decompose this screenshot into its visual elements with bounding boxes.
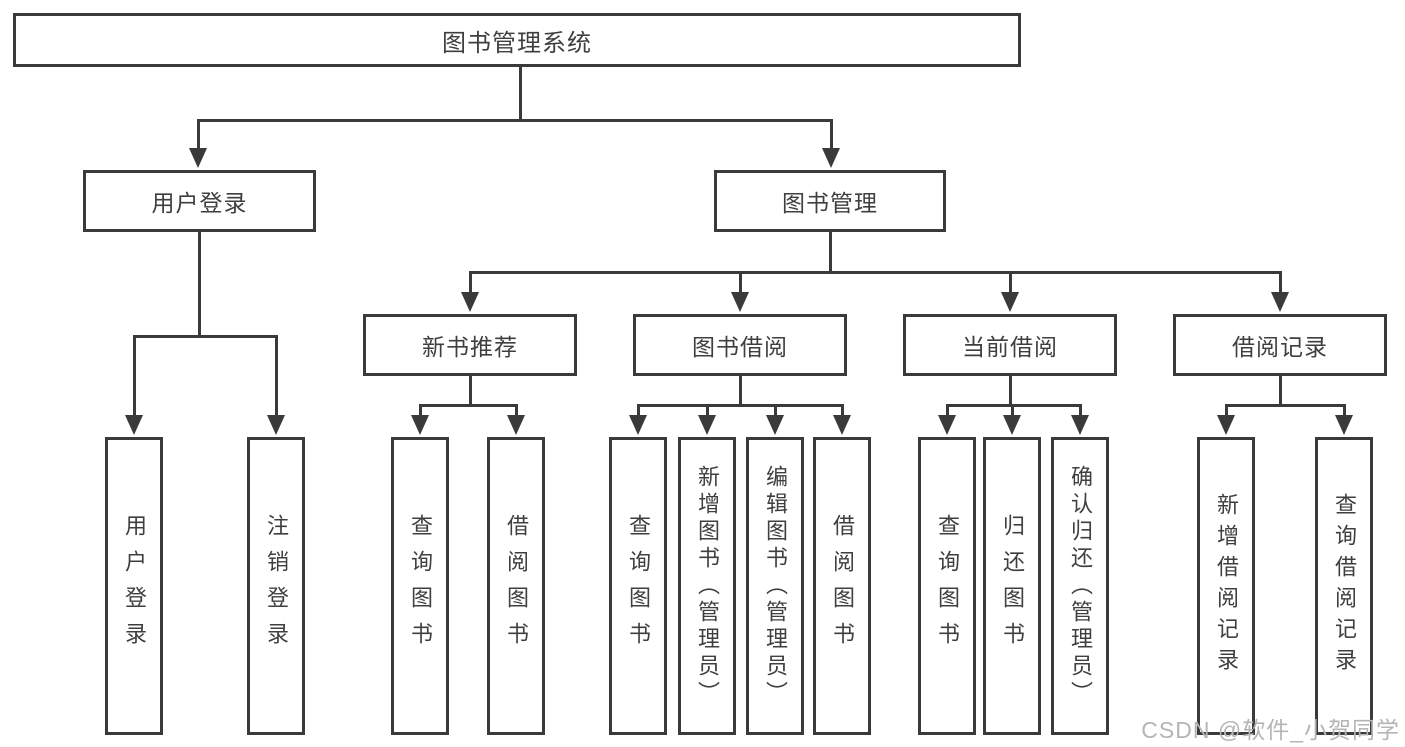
node-borrowing-records: 借阅记录 [1173,314,1387,376]
node-library-management-system: 图书管理系统 [13,13,1021,67]
connector-line [841,404,844,415]
connector-line [946,404,1082,407]
leaf-user-login: 用户登录 [105,437,163,735]
arrow-down-icon [698,415,716,435]
leaf-label: 查询图书 [626,514,651,658]
arrow-down-icon [938,415,956,435]
arrow-down-icon [731,292,749,312]
leaf-search-borrow-record: 查询借阅记录 [1315,437,1373,735]
node-label: 用户登录 [151,190,248,216]
connector-line [469,271,472,292]
connector-line [519,66,522,121]
leaf-label: 归还图书 [1000,514,1025,658]
connector-line [706,404,709,415]
arrow-down-icon [766,415,784,435]
leaf-borrow-books-recommend: 借阅图书 [487,437,545,735]
node-label: 图书借阅 [692,334,788,360]
leaf-edit-books-admin: 编辑图书（管理员） [746,437,804,735]
connector-line [1225,404,1228,415]
connector-line [739,271,742,292]
connector-line [275,335,278,415]
node-label: 图书管理系统 [442,29,592,57]
arrow-down-icon [125,415,143,435]
node-label: 当前借阅 [962,334,1058,360]
arrow-down-icon [1071,415,1089,435]
leaf-label: 新增借阅记录 [1214,493,1239,679]
connector-line [1343,404,1346,415]
connector-line [830,119,833,148]
connector-line [469,271,1282,274]
leaf-add-borrow-record: 新增借阅记录 [1197,437,1255,735]
connector-line [1011,404,1014,415]
node-label: 新书推荐 [422,334,518,360]
leaf-search-books-borrow: 查询图书 [609,437,667,735]
connector-line [515,404,518,415]
connector-line [419,404,422,415]
connector-line [1079,404,1082,415]
connector-line [1279,376,1282,406]
leaf-add-books-admin: 新增图书（管理员） [678,437,736,735]
arrow-down-icon [507,415,525,435]
connector-line [197,119,833,122]
connector-line [1009,271,1012,292]
leaf-label: 新增图书（管理员） [695,464,720,708]
node-new-book-recommendation: 新书推荐 [363,314,577,376]
node-label: 借阅记录 [1232,334,1328,360]
arrow-down-icon [267,415,285,435]
arrow-down-icon [189,148,207,168]
leaf-logout: 注销登录 [247,437,305,735]
leaf-label: 借阅图书 [504,514,529,658]
connector-line [469,376,472,406]
leaf-confirm-return-admin: 确认归还（管理员） [1051,437,1109,735]
leaf-borrow-books: 借阅图书 [813,437,871,735]
connector-line [1279,271,1282,292]
connector-line [739,376,742,406]
arrow-down-icon [1217,415,1235,435]
arrow-down-icon [1335,415,1353,435]
arrow-down-icon [822,148,840,168]
leaf-label: 查询借阅记录 [1332,493,1357,679]
arrow-down-icon [1001,292,1019,312]
leaf-label: 查询图书 [935,514,960,658]
leaf-search-books-recommend: 查询图书 [391,437,449,735]
connector-line [133,335,136,415]
node-label: 图书管理 [782,190,878,216]
leaf-label: 用户登录 [122,514,147,658]
arrow-down-icon [629,415,647,435]
csdn-watermark: CSDN @软件_小贺同学 [1141,717,1400,743]
node-book-management: 图书管理 [714,170,946,232]
leaf-label: 编辑图书（管理员） [763,464,788,708]
arrow-down-icon [1003,415,1021,435]
connector-line [198,232,201,337]
connector-line [829,232,832,273]
leaf-label: 注销登录 [264,514,289,658]
connector-line [419,404,518,407]
connector-line [637,404,640,415]
node-current-borrowing: 当前借阅 [903,314,1117,376]
connector-line [133,335,278,338]
arrow-down-icon [411,415,429,435]
node-user-login: 用户登录 [83,170,316,232]
arrow-down-icon [461,292,479,312]
leaf-return-books: 归还图书 [983,437,1041,735]
connector-line [1225,404,1346,407]
leaf-label: 查询图书 [408,514,433,658]
connector-line [637,404,844,407]
connector-line [946,404,949,415]
leaf-search-books-current: 查询图书 [918,437,976,735]
leaf-label: 确认归还（管理员） [1068,464,1093,708]
connector-line [197,119,200,148]
node-book-borrowing: 图书借阅 [633,314,847,376]
connector-line [774,404,777,415]
connector-line [1009,376,1012,406]
arrow-down-icon [833,415,851,435]
arrow-down-icon [1271,292,1289,312]
leaf-label: 借阅图书 [830,514,855,658]
